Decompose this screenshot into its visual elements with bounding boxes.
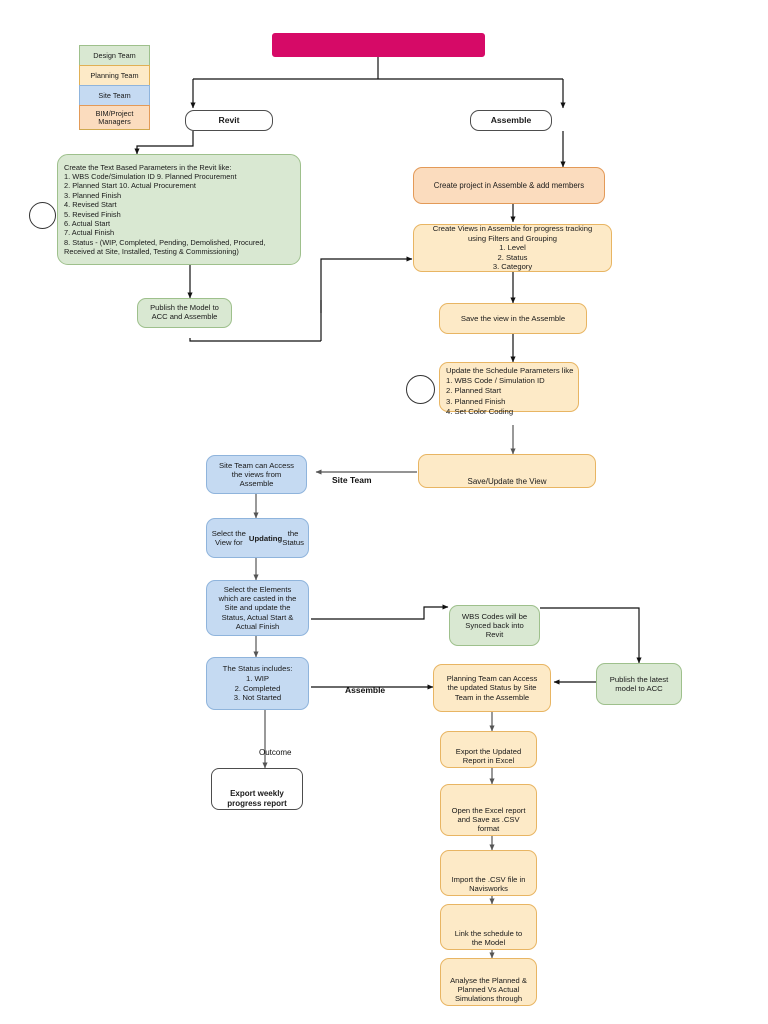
node-analyse-simulations: Analyse the Planned & Planned Vs Actual … — [440, 958, 537, 1006]
node-export-weekly-report: Export weekly progress report — [211, 768, 303, 810]
select-view-tail: the Status — [282, 529, 304, 547]
select-view-text: Select the View for — [211, 529, 246, 547]
node-save-view: Save the view in the Assemble — [439, 303, 587, 334]
node-update-schedule-parameters: Update the Schedule Parameters like 1. W… — [439, 362, 579, 416]
node-wbs-codes-synced: WBS Codes will be Synced back into Revit — [449, 605, 540, 646]
node-publish-latest-model: Publish the latest model to ACC — [596, 663, 682, 705]
edge-label-site-team: Site Team — [332, 475, 372, 485]
node-select-view-updating: Select the View for Updating the Status — [206, 518, 309, 558]
node-open-excel-save-csv: Open the Excel report and Save as .CSV f… — [440, 784, 537, 836]
node-create-views: Create Views in Assemble for progress tr… — [413, 224, 612, 272]
node-revit[interactable]: Revit — [185, 110, 273, 131]
annotation-marker-2 — [406, 375, 435, 404]
legend-item-site-team: Site Team — [79, 85, 150, 105]
legend-item-bim-managers: BIM/Project Managers — [79, 105, 150, 130]
node-export-updated-report: Export the Updated Report in Excel — [440, 731, 537, 768]
node-publish-model-acc: Publish the Model to ACC and Assemble — [137, 298, 232, 328]
node-assemble[interactable]: Assemble — [470, 110, 552, 131]
title-banner — [272, 33, 485, 57]
team-legend: Design Team Planning Team Site Team BIM/… — [79, 45, 150, 130]
legend-item-planning-team: Planning Team — [79, 65, 150, 85]
node-revit-parameters: Create the Text Based Parameters in the … — [57, 154, 301, 265]
node-select-elements: Select the Elements which are casted in … — [206, 580, 309, 636]
node-save-update-view: Save/Update the View — [418, 454, 596, 488]
node-status-includes: The Status includes: 1. WIP 2. Completed… — [206, 657, 309, 710]
node-create-project-assemble: Create project in Assemble & add members — [413, 167, 605, 204]
edge-label-outcome: Outcome — [259, 748, 292, 757]
edge-label-assemble: Assemble — [345, 685, 386, 695]
node-import-csv-navisworks: Import the .CSV file in Navisworks — [440, 850, 537, 896]
node-site-team-access: Site Team can Access the views from Asse… — [206, 455, 307, 494]
annotation-marker-1 — [29, 202, 56, 229]
node-planning-team-access: Planning Team can Access the updated Sta… — [433, 664, 551, 712]
select-view-bold: Updating — [248, 533, 283, 543]
legend-item-design-team: Design Team — [79, 45, 150, 65]
node-link-schedule-model: Link the schedule to the Model — [440, 904, 537, 950]
